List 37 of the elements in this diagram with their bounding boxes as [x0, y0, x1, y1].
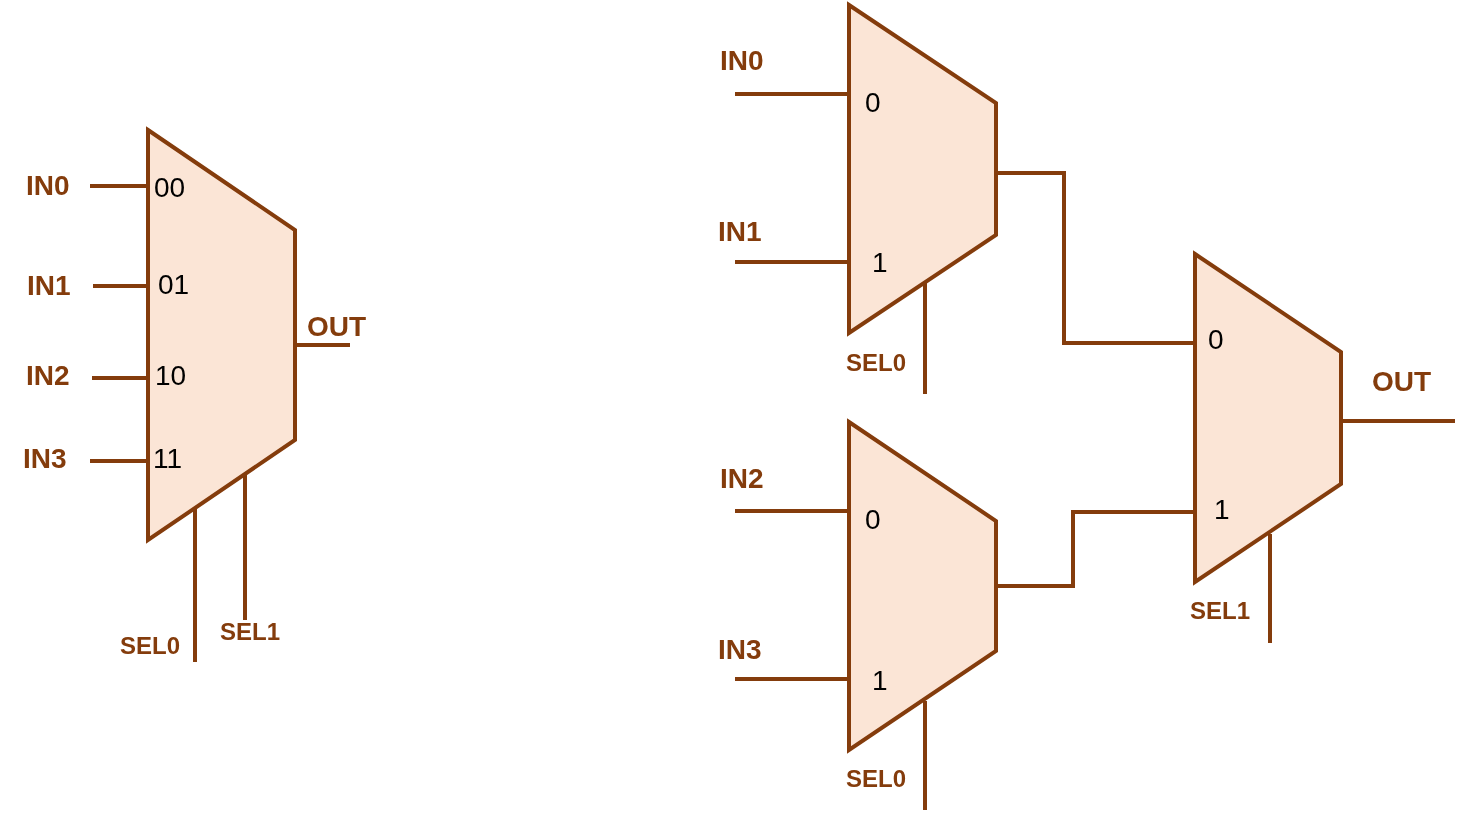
signal-label: IN0	[720, 47, 764, 75]
wire	[1268, 534, 1272, 643]
signal-label: IN2	[26, 362, 70, 390]
signal-label: OUT	[1372, 368, 1432, 396]
wire	[295, 343, 350, 347]
signal-label: IN1	[27, 272, 71, 300]
signal-label: OUT	[307, 313, 367, 341]
signal-label: SEL0	[846, 767, 907, 791]
wire	[735, 509, 849, 513]
wire	[735, 260, 849, 264]
signal-label: SEL1	[1190, 599, 1251, 623]
port-number: 0	[865, 89, 881, 117]
wire	[93, 284, 148, 288]
wire	[90, 184, 148, 188]
wire	[923, 283, 927, 394]
wire	[923, 701, 927, 810]
port-number: 0	[865, 506, 881, 534]
signal-label: SEL0	[120, 634, 181, 658]
wire	[90, 459, 148, 463]
signal-label: IN1	[718, 218, 762, 246]
signal-label: SEL1	[220, 620, 281, 644]
signal-label: IN0	[26, 172, 70, 200]
port-number: 01	[158, 271, 190, 299]
port-number: 11	[153, 445, 183, 473]
port-number: 00	[154, 174, 186, 202]
wire	[735, 92, 849, 96]
signal-label: IN2	[720, 465, 764, 493]
signal-label: IN3	[23, 445, 67, 473]
port-number: 10	[155, 362, 187, 390]
signal-label: IN3	[718, 636, 762, 664]
wire	[92, 376, 148, 380]
port-number: 0	[1208, 326, 1224, 354]
port-number: 1	[872, 667, 888, 695]
port-number: 1	[872, 249, 888, 277]
signal-label: SEL0	[846, 351, 907, 375]
port-number: 1	[1214, 496, 1230, 524]
wire	[735, 677, 849, 681]
